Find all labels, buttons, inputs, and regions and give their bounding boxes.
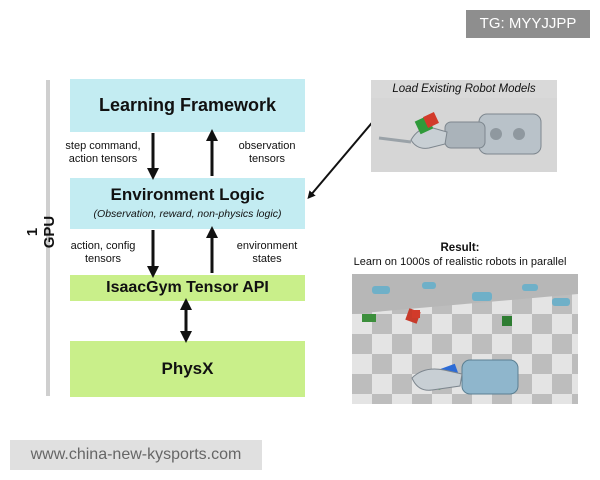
robot-hand-image (371, 98, 557, 172)
observation-label: observation tensors (238, 140, 296, 165)
result-subtitle: Learn on 1000s of realistic robots in pa… (353, 256, 567, 268)
environment-states-label: environment states (236, 240, 298, 265)
robot-panel-title: Load Existing Robot Models (392, 83, 536, 95)
channel-badge: TG: MYYJJPP (466, 10, 590, 38)
result-title: Result: (440, 242, 480, 254)
environment-logic-subtitle: (Observation, reward, non-physics logic) (93, 208, 282, 220)
tensor-api-box: IsaacGym Tensor API (70, 275, 305, 301)
learning-framework-box: Learning Framework (70, 79, 305, 132)
step-command-label: step command, action tensors (65, 140, 141, 165)
parallel-simulation-image (352, 274, 578, 404)
environment-logic-box: Environment Logic (Observation, reward, … (70, 178, 305, 229)
robot-instances (362, 282, 570, 395)
physx-box: PhysX (70, 341, 305, 397)
arrow-robot-to-environment (307, 117, 377, 200)
environment-logic-title: Environment Logic (110, 185, 265, 204)
website-watermark: www.china-new-kysports.com (10, 440, 262, 470)
action-config-label: action, config tensors (70, 240, 136, 265)
gpu-bracket-bar (46, 80, 50, 396)
